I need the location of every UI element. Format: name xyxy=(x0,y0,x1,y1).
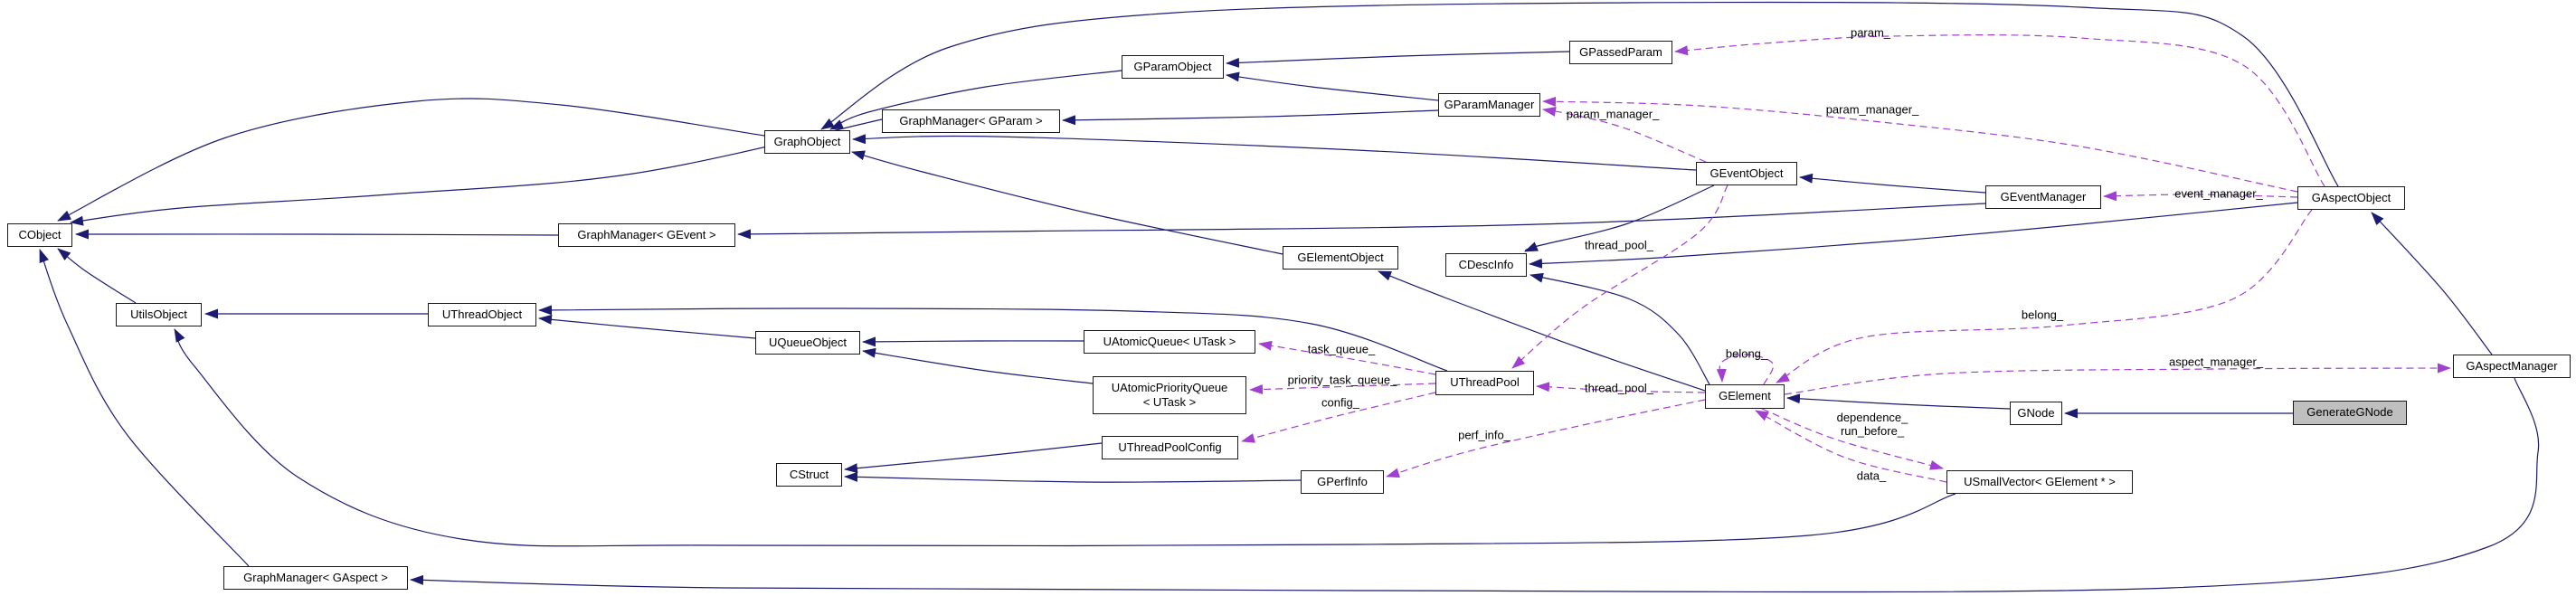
inheritance-edge-graphmanager_gparam-to-cobject xyxy=(70,118,883,226)
inheritance-edge-graphmanager_gevent-to-cobject xyxy=(75,229,559,240)
class-node-gaspectobject[interactable]: GAspectObject xyxy=(2297,186,2405,210)
class-node-cdescinfo[interactable]: CDescInfo xyxy=(1445,253,1527,277)
class-node-graphmanager_gaspect[interactable]: GraphManager< GAspect > xyxy=(223,566,408,590)
usage-edge-gaspectobject-to-geventmanager xyxy=(2103,191,2298,202)
class-node-uthreadpoolconfig[interactable]: UThreadPoolConfig xyxy=(1102,436,1238,459)
inheritance-edge-gpassedparam-to-gparamobject xyxy=(1226,51,1570,68)
inheritance-edge-gperfinfo-to-cstruct xyxy=(844,471,1302,483)
inheritance-edge-uatomicqueue-to-uqueueobject xyxy=(862,336,1084,347)
inheritance-edge-gaspectmanager-to-graphmanager_gaspect xyxy=(410,377,2540,593)
usage-edge-gelement-to-gelement xyxy=(1716,354,1775,385)
inheritance-edge-gelement-to-cdescinfo xyxy=(1530,272,1710,385)
class-node-gaspectmanager[interactable]: GAspectManager xyxy=(2453,355,2571,378)
class-node-cobject[interactable]: CObject xyxy=(7,223,72,247)
class-node-gelementobject[interactable]: GElementObject xyxy=(1283,246,1398,270)
class-node-graphmanager_gparam[interactable]: GraphManager< GParam > xyxy=(882,109,1060,133)
inheritance-edge-usmallvector-to-utilsobject xyxy=(174,328,1956,547)
class-node-uatomicpriorityqueue[interactable]: UAtomicPriorityQueue < UTask > xyxy=(1093,376,1246,414)
usage-edge-uthreadpool-to-uatomicpriorityqueue xyxy=(1249,383,1436,395)
usage-edge-gelement-to-gperfinfo xyxy=(1386,399,1706,478)
usage-edge-uthreadpool-to-uthreadpoolconfig xyxy=(1241,392,1436,443)
class-node-generategnode: GenerateGNode xyxy=(2293,401,2407,425)
class-node-gparamobject[interactable]: GParamObject xyxy=(1122,55,1224,79)
class-node-uthreadobject[interactable]: UThreadObject xyxy=(428,303,536,326)
inheritance-edge-gnode-to-gelement xyxy=(1786,393,2011,410)
usage-edge-gaspectobject-to-gpassedparam xyxy=(1674,34,2325,187)
class-node-graphobject[interactable]: GraphObject xyxy=(764,130,850,154)
inheritance-edge-geventobject-to-graphobject xyxy=(852,134,1697,171)
class-node-gparammanager[interactable]: GParamManager xyxy=(1438,93,1540,117)
class-node-uqueueobject[interactable]: UQueueObject xyxy=(755,331,860,355)
class-node-gnode[interactable]: GNode xyxy=(2010,402,2062,425)
usage-edge-gelement-to-uthreadpool xyxy=(1536,382,1706,393)
class-node-cstruct[interactable]: CStruct xyxy=(776,463,842,487)
inheritance-edge-gparammanager-to-gparamobject xyxy=(1226,71,1439,101)
inheritance-edge-gelementobject-to-graphobject xyxy=(851,150,1283,255)
class-node-usmallvector[interactable]: USmallVector< GElement * > xyxy=(1946,470,2133,494)
inheritance-edge-gaspectmanager-to-gaspectobject xyxy=(2371,212,2493,355)
edge-group xyxy=(39,1,2540,593)
class-node-gpassedparam[interactable]: GPassedParam xyxy=(1569,41,1672,64)
class-node-geventobject[interactable]: GEventObject xyxy=(1696,162,1797,185)
inheritance-edge-uthreadpoolconfig-to-cstruct xyxy=(844,442,1103,474)
inheritance-edge-gaspectobject-to-graphobject xyxy=(820,1,2339,187)
inheritance-edge-graphobject-to-cobject xyxy=(57,98,765,222)
inheritance-edge-uatomicpriorityqueue-to-uqueueobject xyxy=(862,347,1094,384)
class-node-uatomicqueue[interactable]: UAtomicQueue< UTask > xyxy=(1084,330,1255,354)
class-node-geventmanager[interactable]: GEventManager xyxy=(1985,185,2101,209)
class-node-utilsobject[interactable]: UtilsObject xyxy=(116,303,202,326)
usage-edge-gaspectobject-to-gelement xyxy=(1776,209,2313,383)
usage-edge-usmallvector-to-gelement xyxy=(1755,410,1947,483)
inheritance-edge-gparamobject-to-graphobject xyxy=(829,70,1122,130)
inheritance-edge-geventmanager-to-geventobject xyxy=(1799,173,1986,194)
inheritance-edge-gelement-to-gelementobject xyxy=(1378,270,1706,392)
usage-edge-geventobject-to-uthreadpool xyxy=(1511,184,1728,369)
inheritance-edge-geventmanager-to-graphmanager_gevent xyxy=(737,203,1986,240)
class-node-gelement[interactable]: GElement xyxy=(1705,384,1785,409)
inheritance-edge-gaspectobject-to-cdescinfo xyxy=(1529,202,2298,269)
class-node-graphmanager_gevent[interactable]: GraphManager< GEvent > xyxy=(558,223,735,247)
usage-edge-geventobject-to-gparammanager xyxy=(1542,107,1707,163)
class-node-gperfinfo[interactable]: GPerfInfo xyxy=(1301,470,1384,494)
usage-edge-uthreadpool-to-uatomicqueue xyxy=(1258,340,1436,375)
inheritance-edge-uthreadpool-to-uthreadobject xyxy=(538,305,1448,372)
usage-edge-gelement-to-usmallvector xyxy=(1761,408,1944,470)
inheritance-edge-geventobject-to-cdescinfo xyxy=(1524,184,1715,252)
inheritance-edge-utilsobject-to-cobject xyxy=(57,248,137,304)
inheritance-edge-graphmanager_gaspect-to-cobject xyxy=(39,249,250,567)
usage-edge-gelement-to-gaspectmanager xyxy=(1784,363,2451,395)
inheritance-edge-gparammanager-to-graphmanager_gparam xyxy=(1062,109,1439,126)
inheritance-edge-uqueueobject-to-uthreadobject xyxy=(538,314,756,339)
class-node-uthreadpool[interactable]: UThreadPool xyxy=(1435,371,1534,395)
usage-edge-gaspectobject-to-gparammanager xyxy=(1542,96,2298,193)
